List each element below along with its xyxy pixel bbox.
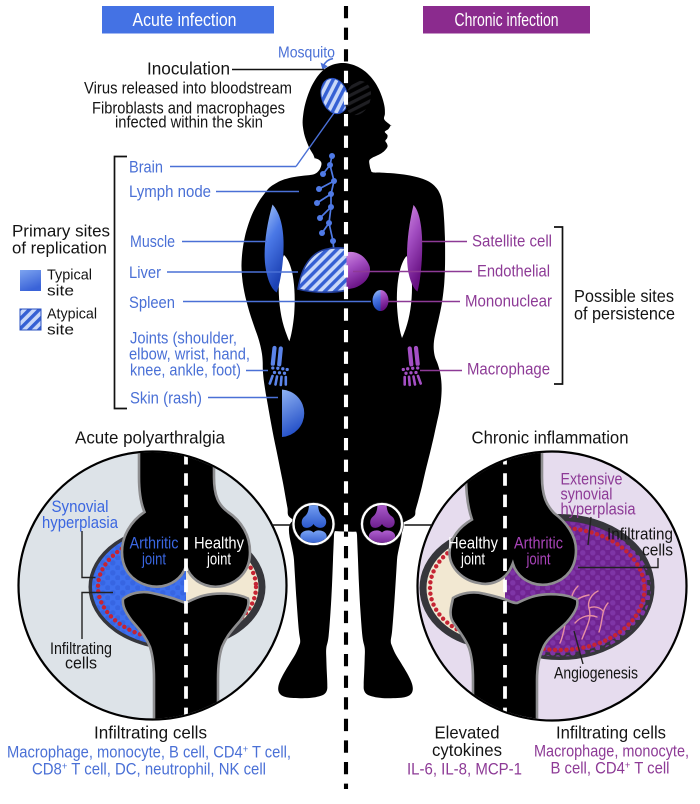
svg-text:Macrophage, monocyte, B cell,: Macrophage, monocyte, B cell, CD4+ T cel… [7, 743, 291, 761]
svg-text:joint: joint [206, 551, 231, 569]
svg-text:Infiltrating: Infiltrating [50, 640, 112, 658]
svg-text:Lymph node: Lymph node [129, 183, 211, 201]
svg-text:cells: cells [642, 541, 673, 559]
svg-text:Typical: Typical [47, 267, 92, 284]
svg-text:Possible sites: Possible sites [574, 286, 674, 306]
svg-text:Virus released into bloodstrea: Virus released into bloodstream [84, 79, 292, 97]
svg-text:Skin (rash): Skin (rash) [130, 389, 202, 407]
svg-text:Joints (shoulder,: Joints (shoulder, [130, 329, 237, 347]
svg-text:synovial: synovial [561, 485, 613, 503]
svg-text:CD8+ T cell, DC, neutrophil, N: CD8+ T cell, DC, neutrophil, NK cell [32, 760, 266, 778]
svg-text:Atypical: Atypical [47, 306, 97, 323]
svg-text:Chronic infection: Chronic infection [455, 10, 559, 30]
svg-text:Macrophage: Macrophage [467, 360, 550, 378]
svg-text:B cell, CD4+ T cell: B cell, CD4+ T cell [551, 759, 670, 777]
svg-text:joint: joint [526, 551, 551, 569]
svg-text:Mononuclear: Mononuclear [465, 292, 552, 310]
svg-text:Angiogenesis: Angiogenesis [554, 664, 638, 682]
svg-text:Infiltrating cells: Infiltrating cells [94, 723, 207, 743]
svg-text:Synovial: Synovial [52, 498, 109, 516]
svg-text:IL-6, IL-8, MCP-1: IL-6, IL-8, MCP-1 [407, 760, 522, 778]
svg-text:infected within the skin: infected within the skin [115, 113, 263, 131]
svg-text:Macrophage, monocyte,: Macrophage, monocyte, [534, 742, 689, 760]
svg-text:hyperplasia: hyperplasia [561, 500, 637, 518]
svg-text:Acute polyarthralgia: Acute polyarthralgia [75, 428, 225, 448]
svg-text:of persistence: of persistence [574, 304, 675, 324]
svg-text:Acute infection: Acute infection [133, 10, 237, 30]
svg-text:Spleen: Spleen [129, 294, 175, 312]
svg-text:Primary sites: Primary sites [12, 222, 110, 241]
svg-text:cells: cells [65, 654, 97, 672]
svg-text:elbow, wrist, hand,: elbow, wrist, hand, [129, 345, 250, 363]
svg-text:Infiltrating cells: Infiltrating cells [556, 723, 666, 743]
svg-text:Elevated: Elevated [435, 723, 500, 743]
svg-text:joint: joint [460, 551, 485, 569]
svg-text:Satellite cell: Satellite cell [472, 232, 552, 250]
svg-text:Endothelial: Endothelial [477, 262, 550, 280]
svg-text:of replication: of replication [12, 239, 107, 258]
svg-text:Arthritic: Arthritic [514, 535, 563, 553]
svg-text:site: site [47, 322, 74, 339]
svg-text:Brain: Brain [129, 159, 163, 177]
svg-text:Liver: Liver [129, 264, 161, 282]
svg-text:Infiltrating: Infiltrating [607, 525, 673, 543]
svg-text:Arthritic: Arthritic [130, 535, 179, 553]
svg-text:Healthy: Healthy [448, 535, 499, 553]
svg-text:Chronic inflammation: Chronic inflammation [472, 428, 629, 448]
svg-text:cytokines: cytokines [432, 740, 502, 760]
svg-text:Fibroblasts and macrophages: Fibroblasts and macrophages [92, 99, 285, 117]
svg-text:Muscle: Muscle [130, 233, 175, 251]
svg-text:hyperplasia: hyperplasia [42, 514, 119, 532]
svg-text:Mosquito: Mosquito [278, 45, 335, 62]
svg-text:Inoculation: Inoculation [147, 59, 230, 79]
svg-text:Extensive: Extensive [561, 470, 623, 488]
svg-text:joint: joint [141, 551, 166, 569]
svg-text:site: site [47, 283, 74, 300]
svg-text:knee, ankle, foot): knee, ankle, foot) [130, 361, 241, 379]
svg-text:Healthy: Healthy [194, 535, 245, 553]
